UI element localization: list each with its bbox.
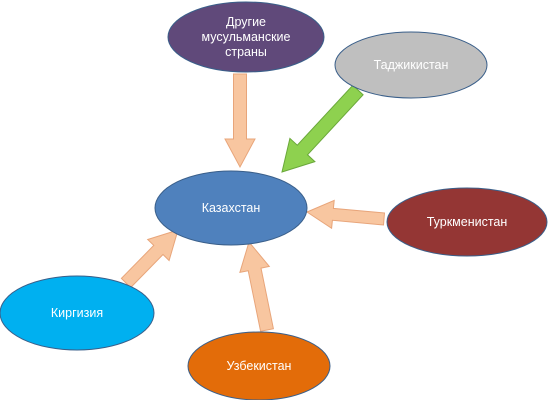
node-other-label-line: страны <box>225 45 267 59</box>
node-other-label-line: мусульманские <box>202 30 291 44</box>
arrow-kyrgyzstan-to-kazakhstan <box>120 229 179 289</box>
arrow-turkmenistan-to-kazakhstan <box>305 199 386 230</box>
node-turkmenistan-shape <box>386 187 548 257</box>
node-tajikistan: Таджикистан <box>334 31 488 99</box>
node-kyrgyzstan: Киргизия <box>0 275 155 351</box>
node-turkmenistan: Туркменистан <box>386 187 548 257</box>
arrow-uzbekistan-to-kazakhstan <box>239 240 274 332</box>
node-turkmenistan-label-line: Туркменистан <box>427 215 508 229</box>
node-uzbekistan-label: Узбекистан <box>227 359 292 373</box>
node-tajikistan-label: Таджикистан <box>374 58 449 72</box>
node-turkmenistan-label: Туркменистан <box>427 215 508 229</box>
node-other-label-line: Другие <box>226 15 266 29</box>
node-uzbekistan: Узбекистан <box>187 331 331 400</box>
arrow-other-to-kazakhstan <box>224 73 256 169</box>
node-kazakhstan-label: Казахстан <box>202 201 261 215</box>
arrow-tajikistan-to-kazakhstan <box>281 84 364 173</box>
node-other-shape <box>167 1 325 73</box>
node-tajikistan-shape <box>334 31 488 99</box>
node-kazakhstan: Казахстан <box>154 170 308 246</box>
node-kazakhstan-label-line: Казахстан <box>202 201 261 215</box>
node-tajikistan-label-line: Таджикистан <box>374 58 449 72</box>
node-uzbekistan-shape <box>187 331 331 400</box>
node-uzbekistan-label-line: Узбекистан <box>227 359 292 373</box>
node-kazakhstan-shape <box>154 170 308 246</box>
node-kyrgyzstan-shape <box>0 275 155 351</box>
node-kyrgyzstan-label: Киргизия <box>51 306 103 320</box>
arrows-layer <box>120 73 386 332</box>
node-kyrgyzstan-label-line: Киргизия <box>51 306 103 320</box>
